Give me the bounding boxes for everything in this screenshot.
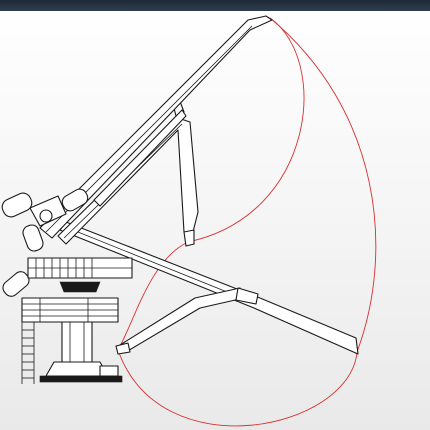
lower-boom-knuckle: [235, 287, 259, 305]
reach-arc-outer: [269, 17, 377, 353]
middle-boom-outer: [57, 117, 199, 245]
swivel-joint-1: [1, 192, 33, 218]
upper-boom-outer: [39, 15, 273, 239]
reach-arc-bottom: [117, 349, 358, 427]
reach-arc-inner: [187, 17, 305, 243]
platform-bearing: [59, 281, 101, 293]
lower-boom-outer: [59, 221, 359, 355]
reach-arc-middle: [117, 241, 189, 351]
foundation-block: [99, 365, 119, 377]
lower-boom-tip: [115, 342, 131, 355]
upper-boom-brace: [93, 109, 187, 207]
swivel-pivot: [39, 209, 53, 223]
lower-boom-arm: [119, 287, 245, 353]
lower-deck-grating: [22, 298, 118, 322]
lower-deck: [21, 297, 119, 323]
window-top-bar: [0, 0, 430, 11]
platform: [27, 257, 133, 293]
swivel-joints: [1, 188, 89, 297]
lower-boom-line: [67, 227, 253, 303]
access-ladder: [21, 322, 35, 384]
swivel-joint-3: [22, 224, 44, 252]
riser-column: [39, 321, 123, 383]
swivel-joint-2: [61, 188, 89, 212]
foundation-slab: [39, 375, 123, 383]
platform-railing: [28, 258, 132, 278]
swivel-joint-4: [2, 271, 30, 297]
riser-pipe: [61, 321, 93, 363]
middle-boom-tip: [183, 229, 195, 247]
lower-boom: [59, 221, 359, 355]
riser-base-flange: [45, 361, 109, 377]
reach-envelope: [117, 17, 377, 427]
